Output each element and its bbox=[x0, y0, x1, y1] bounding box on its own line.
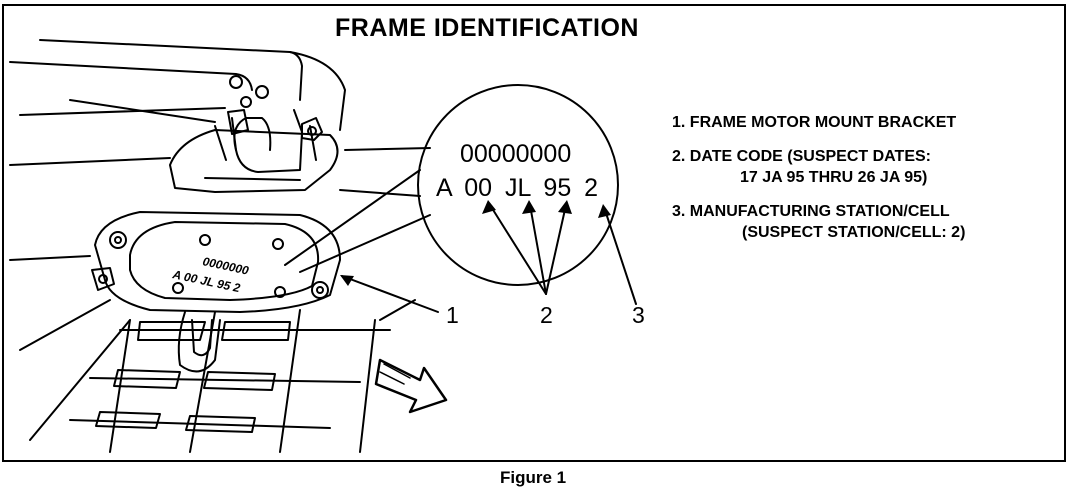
lower-frame-rail-2 bbox=[89, 377, 361, 383]
bracket-nut-right bbox=[301, 117, 323, 141]
legend-item-3-line-2: (SUSPECT STATION/CELL: 2) bbox=[742, 224, 966, 241]
upper-rail-4 bbox=[9, 157, 171, 166]
saddle bbox=[169, 129, 339, 193]
bracket-nut-left bbox=[227, 109, 249, 135]
upper-rail-2 bbox=[9, 61, 253, 91]
legend-item-2: 2. DATE CODE (SUSPECT DATES: 17 JA 95 TH… bbox=[672, 146, 965, 188]
arrowhead-3 bbox=[598, 204, 611, 218]
mount-bolt-left bbox=[109, 231, 127, 249]
magnifier-circle bbox=[417, 84, 619, 286]
lower-frame-rail-3 bbox=[69, 419, 331, 429]
legend-item-1: 1. FRAME MOTOR MOUNT BRACKET bbox=[672, 114, 957, 131]
slot-5 bbox=[95, 411, 161, 429]
arrowhead-2c bbox=[558, 200, 572, 214]
legend: 1. FRAME MOTOR MOUNT BRACKET 2. DATE COD… bbox=[672, 112, 965, 256]
legend-item-3: 3. MANUFACTURING STATION/CELL (SUSPECT S… bbox=[672, 201, 965, 243]
figure-border bbox=[2, 4, 1066, 462]
rib-3 bbox=[279, 309, 301, 453]
rib-4 bbox=[359, 319, 376, 453]
slot-6 bbox=[185, 415, 256, 433]
figure-caption: Figure 1 bbox=[500, 468, 567, 487]
lower-frame-edge-left-2 bbox=[19, 299, 111, 351]
leader-2a bbox=[489, 204, 547, 295]
legend-item-2-line-1: 2. DATE CODE (SUSPECT DATES: bbox=[672, 148, 931, 165]
magnified-serial-number: 00000000 bbox=[460, 140, 572, 168]
center-channel bbox=[177, 311, 221, 373]
slot-2 bbox=[221, 321, 291, 341]
mount-bolt-left-core bbox=[114, 236, 122, 244]
arrowhead-1 bbox=[340, 275, 354, 286]
lower-frame-edge-left-3 bbox=[29, 319, 131, 441]
callout-2: 2 bbox=[540, 302, 553, 328]
mount-bolt-right bbox=[311, 281, 329, 299]
bracket-side-left bbox=[214, 125, 227, 161]
magnified-date-code: A 00 JL 95 2 bbox=[436, 174, 599, 202]
arrowhead-2b bbox=[522, 200, 536, 214]
plate-hole-2 bbox=[272, 238, 284, 250]
plate-hole-3 bbox=[172, 282, 184, 294]
slot-4 bbox=[203, 371, 276, 391]
bolt-top-1 bbox=[229, 75, 243, 89]
callout-1: 1 bbox=[446, 302, 459, 328]
mount-bolt-lower-left bbox=[91, 267, 115, 291]
leader-3 bbox=[604, 209, 637, 305]
mount-bracket-outline bbox=[94, 211, 341, 313]
lower-frame-edge-left bbox=[9, 255, 91, 261]
frame-right-edge-2 bbox=[339, 189, 421, 197]
callout-3: 3 bbox=[632, 302, 645, 328]
plate-hole-1 bbox=[199, 234, 211, 246]
bracket-front bbox=[233, 117, 272, 151]
frame-top-edge bbox=[289, 51, 346, 131]
arrowhead-2a bbox=[482, 200, 496, 214]
leader-2c bbox=[545, 204, 567, 295]
bolt-top-2 bbox=[255, 85, 269, 99]
bolt-top-3 bbox=[240, 96, 252, 108]
direction-arrow bbox=[374, 358, 448, 414]
center-channel-inner bbox=[191, 319, 213, 357]
upper-rail-5 bbox=[69, 99, 216, 123]
saddle-inner bbox=[204, 177, 301, 181]
magnifier-leader-bottom bbox=[299, 214, 431, 273]
leader-1 bbox=[341, 275, 439, 313]
figure-title: FRAME IDENTIFICATION bbox=[335, 14, 639, 42]
upper-rail-3 bbox=[19, 107, 226, 116]
bracket-vertical bbox=[231, 109, 303, 173]
right-frame-edge bbox=[379, 299, 416, 321]
mount-bolt-right-core bbox=[316, 286, 324, 294]
magnifier-leader-top bbox=[284, 169, 421, 266]
leader-2b bbox=[529, 204, 547, 295]
legend-item-3-line-1: 3. MANUFACTURING STATION/CELL bbox=[672, 203, 950, 220]
slot-1 bbox=[137, 321, 206, 341]
bracket-side-right bbox=[309, 125, 317, 161]
plate-hole-4 bbox=[274, 286, 286, 298]
legend-item-2-line-2: 17 JA 95 THRU 26 JA 95) bbox=[740, 169, 928, 186]
slot-3 bbox=[113, 369, 181, 389]
frame-right-edge bbox=[344, 147, 431, 151]
